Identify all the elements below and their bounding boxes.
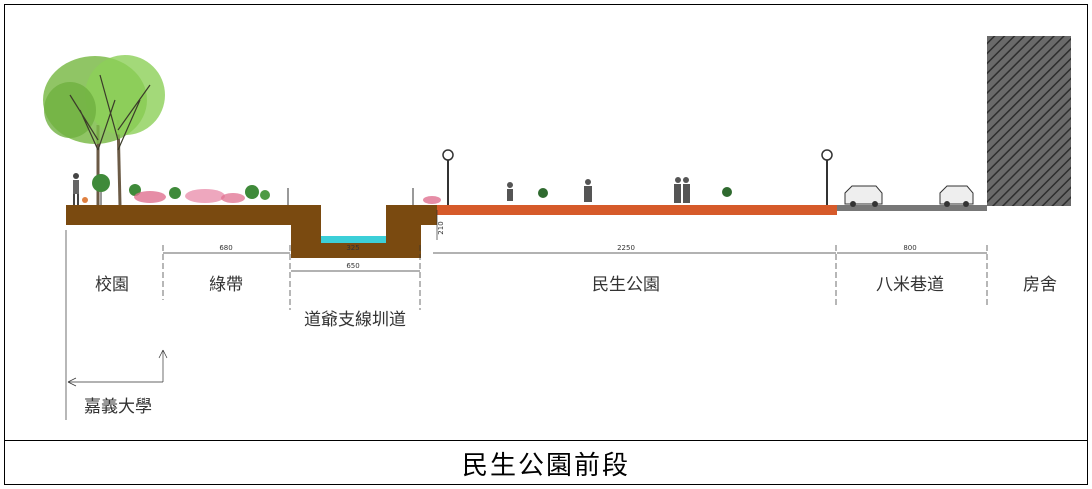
car-icon [844,185,974,207]
zone-label-house: 房舍 [1023,275,1057,295]
zone-label-park: 民生公園 [592,275,660,295]
zone-label-green-belt: 綠帶 [209,275,243,295]
dim-green-belt: 680 [219,244,232,252]
green-belt-soil [66,205,291,225]
dim-park: 2250 [617,244,635,252]
zone-label-campus: 校園 [95,275,129,295]
zone-label-lane: 八米巷道 [876,275,944,295]
tree-icon [43,55,165,206]
caption-divider [4,440,1088,441]
house-building [987,36,1071,206]
person-icon [73,173,79,205]
flower-bed-icon [82,189,441,204]
shrub-icon [92,174,732,205]
cross-section-diagram: 680 325 650 210 2250 800 校園 綠帶 道爺支線圳道 民生… [43,36,1071,420]
canal-structure [291,205,433,258]
lane-road [837,205,987,211]
label-university: 嘉義大學 [84,397,152,417]
park-step [413,205,437,225]
pedestrian-icon [507,177,690,203]
dim-canal-top: 325 [346,244,359,252]
canal-water [321,236,386,243]
zone-label-canal: 道爺支線圳道 [304,310,406,330]
dim-lane: 800 [903,244,916,252]
diagram-frame [4,4,1088,485]
dim-step: 210 [437,221,445,234]
street-lamp-icon [442,149,833,205]
diagram-caption: 民生公園前段 [461,450,630,481]
dim-canal-bottom: 650 [346,262,359,270]
dimension-lines [65,210,988,420]
park-path [437,205,837,215]
